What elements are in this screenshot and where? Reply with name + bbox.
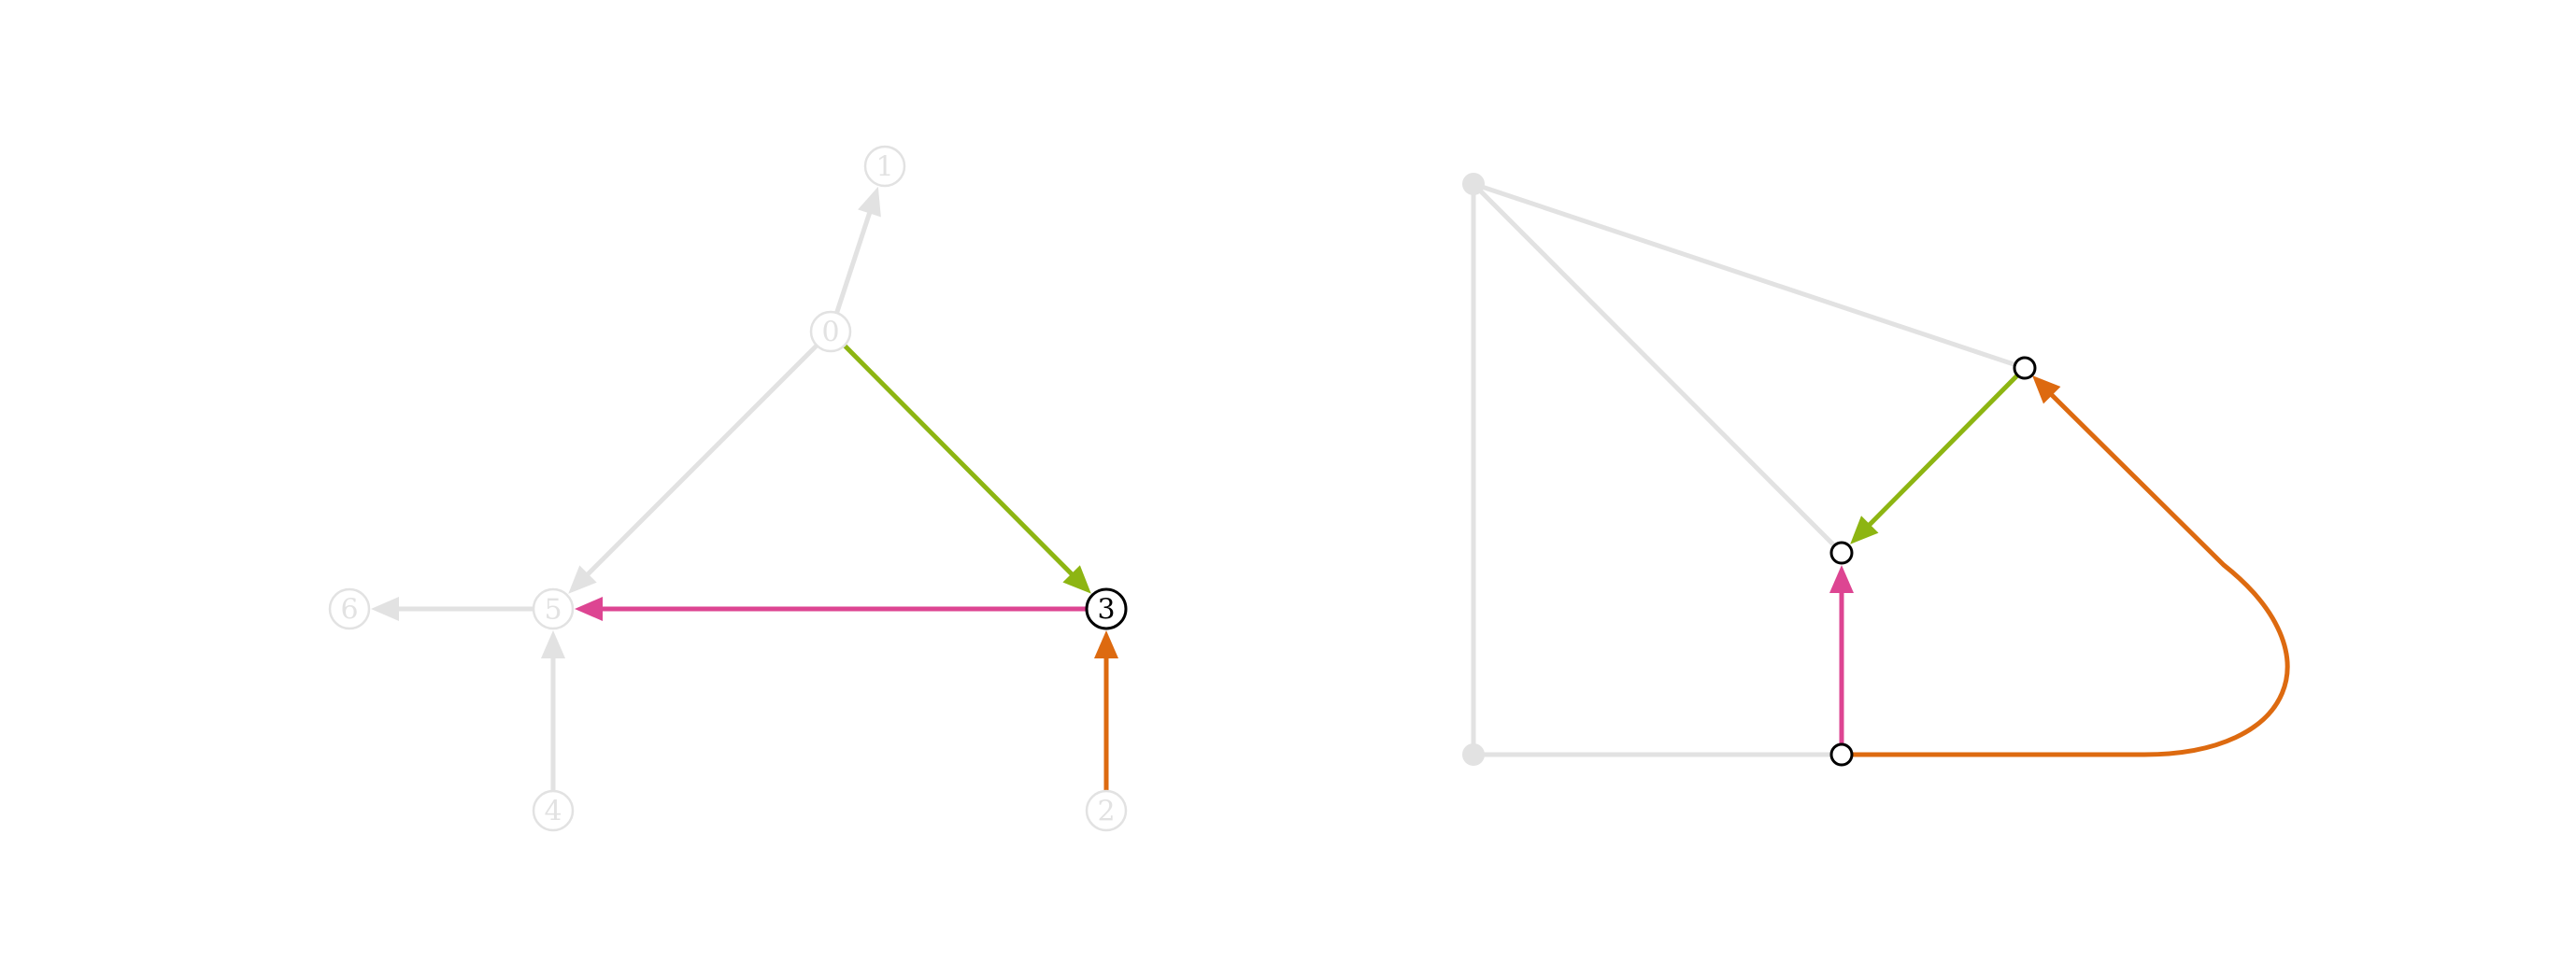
node-label: 6 bbox=[340, 594, 358, 627]
vertex-m bbox=[1829, 541, 1854, 565]
arrowhead bbox=[1829, 565, 1854, 593]
edge-curve bbox=[1852, 392, 2290, 757]
edge-0-to-1 bbox=[834, 186, 881, 314]
node-0: 0 bbox=[809, 310, 852, 353]
edge-5-to-6 bbox=[371, 597, 534, 621]
right-graph-edges bbox=[1471, 181, 2290, 757]
edge-b-to-r bbox=[1852, 375, 2290, 757]
node-1: 1 bbox=[863, 145, 906, 188]
node-circle bbox=[863, 145, 906, 188]
arrowhead bbox=[568, 565, 597, 594]
node-4: 4 bbox=[532, 789, 575, 832]
right-graph-vertices bbox=[1462, 173, 2037, 767]
edge-0-to-3 bbox=[843, 344, 1091, 594]
node-circle bbox=[532, 587, 575, 630]
edge-tl-to-m bbox=[1472, 182, 1843, 555]
node-label: 2 bbox=[1097, 796, 1115, 828]
vertex-r bbox=[2013, 356, 2037, 380]
arrowhead bbox=[1850, 516, 1879, 544]
node-6: 6 bbox=[328, 587, 371, 630]
edge-line bbox=[843, 344, 1077, 580]
node-circle bbox=[1085, 587, 1128, 630]
edge-line bbox=[1473, 181, 2026, 371]
node-label: 0 bbox=[821, 317, 839, 349]
edge-2-to-3 bbox=[1094, 630, 1118, 791]
left-directed-graph: 0 1 2 3 4 5 6 bbox=[328, 145, 1128, 832]
node-2: 2 bbox=[1085, 789, 1128, 832]
edge-0-to-5 bbox=[568, 344, 818, 594]
arrowhead bbox=[1094, 630, 1118, 658]
vertex-tl bbox=[1462, 173, 1485, 195]
left-graph-nodes: 0 1 2 3 4 5 6 bbox=[328, 145, 1128, 832]
edge-line bbox=[1864, 374, 2020, 530]
arrowhead bbox=[858, 186, 881, 218]
arrowhead bbox=[541, 630, 565, 658]
arrowhead bbox=[371, 597, 399, 621]
node-label: 1 bbox=[875, 151, 893, 184]
edge-r-to-m bbox=[1850, 374, 2020, 544]
left-graph-edges bbox=[371, 186, 1118, 791]
arrowhead bbox=[1062, 565, 1091, 594]
vertex-b bbox=[1829, 742, 1854, 767]
node-circle bbox=[532, 789, 575, 832]
edge-line bbox=[582, 344, 818, 580]
edge-3-to-5 bbox=[575, 597, 1087, 621]
node-label: 5 bbox=[544, 594, 562, 627]
node-circle bbox=[1085, 789, 1128, 832]
edge-tl-to-r bbox=[1473, 181, 2026, 371]
right-embedding-graph bbox=[1462, 173, 2290, 767]
node-label: 4 bbox=[544, 796, 562, 828]
node-5: 5 bbox=[532, 587, 575, 630]
edge-line bbox=[1472, 182, 1843, 555]
node-circle bbox=[328, 587, 371, 630]
arrowhead bbox=[575, 597, 603, 621]
vertex-bl bbox=[1462, 743, 1485, 766]
node-circle bbox=[809, 310, 852, 353]
edge-4-to-5 bbox=[541, 630, 565, 791]
node-3: 3 bbox=[1085, 587, 1128, 630]
edge-line bbox=[834, 206, 874, 314]
edge-b-to-m bbox=[1829, 565, 1854, 744]
arrowhead bbox=[2032, 375, 2061, 404]
node-label: 3 bbox=[1097, 594, 1115, 627]
